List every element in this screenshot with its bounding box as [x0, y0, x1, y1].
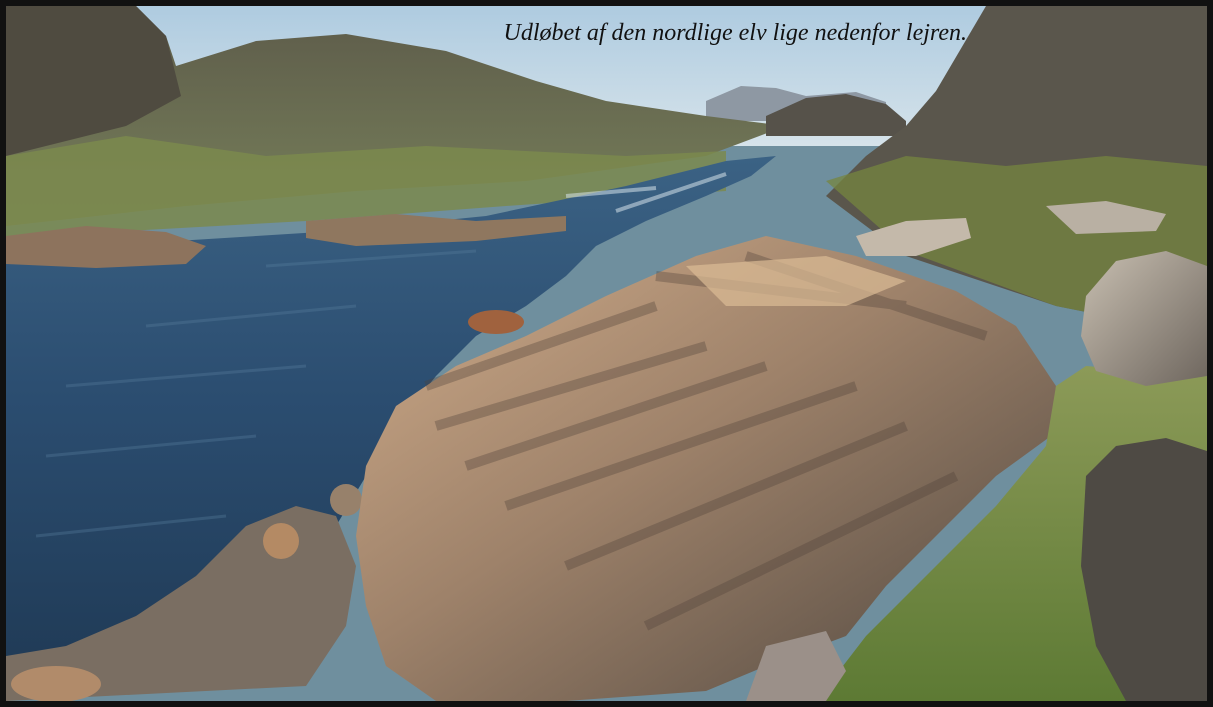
midstream-stones [306, 214, 566, 246]
foreground-stone [11, 666, 101, 701]
boulder-highlight [686, 256, 906, 306]
left-rock-outcrop [6, 6, 181, 156]
large-boulder [356, 236, 1056, 701]
distant-boulder [1046, 201, 1166, 234]
river-landscape-illustration [6, 6, 1207, 701]
left-bank-stones [6, 226, 206, 268]
river-rock [468, 310, 524, 334]
right-dark-boulder [1081, 438, 1207, 701]
photo-caption: Udløbet af den nordlige elv lige nedenfo… [503, 20, 967, 46]
rapids [565, 172, 727, 213]
right-boulder [1081, 251, 1207, 386]
bank-pebble [330, 484, 362, 516]
bank-pebble [263, 523, 299, 559]
near-bank-rocks [6, 506, 356, 701]
middle-hill [766, 94, 906, 136]
foreground-rock [746, 631, 846, 701]
left-meadow [6, 136, 726, 241]
distant-boulder [856, 218, 971, 256]
water-ripples [35, 249, 477, 538]
